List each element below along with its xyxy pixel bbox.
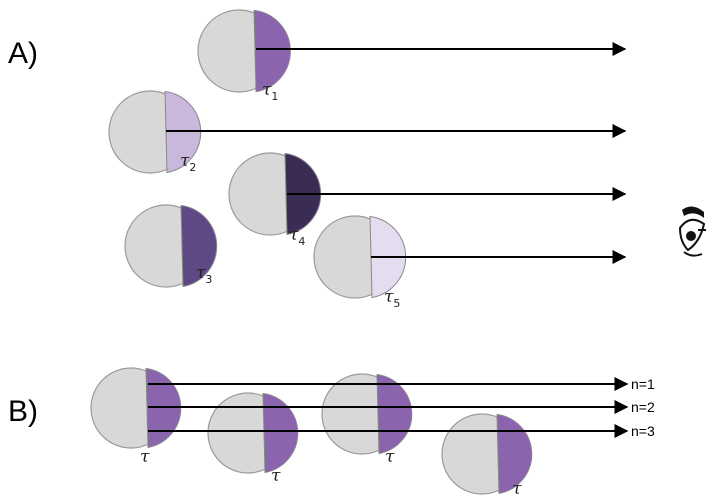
- ray-label-n3: n=3: [631, 423, 655, 439]
- disc-b-3-colored-segment: [376, 373, 413, 455]
- disc-b-2: τ: [207, 392, 299, 486]
- tau-4-label: τ4: [289, 225, 305, 248]
- disc-tau-1: τ1: [197, 9, 627, 103]
- disc-b-1: τ: [90, 367, 182, 467]
- disc-tau-3-colored-segment: [180, 204, 218, 288]
- disc-tau-1-colored-segment: [253, 9, 291, 93]
- panel-a-label: A): [8, 37, 38, 70]
- tau-label-b-2: τ: [271, 466, 281, 486]
- disc-b-2-colored-segment: [262, 392, 299, 474]
- disc-tau-5: τ5: [313, 215, 627, 310]
- tau-label-b-3: τ: [385, 447, 395, 467]
- tau-3-label: τ3: [196, 263, 212, 286]
- disc-b-3: τ: [321, 373, 413, 467]
- tau-label-b-4: τ: [512, 479, 522, 495]
- disc-b-4-colored-segment: [496, 413, 533, 495]
- disc-b-4: τ: [441, 413, 533, 495]
- panel-b-label: B): [8, 395, 38, 428]
- tau-label-b-1: τ: [140, 447, 150, 467]
- eye-icon: [678, 206, 706, 257]
- tau-1-label: τ1: [262, 80, 278, 103]
- disc-tau-2: τ2: [108, 90, 627, 174]
- ray-label-n1: n=1: [631, 376, 655, 392]
- tau-5-label: τ5: [384, 287, 400, 310]
- disc-tau-3: τ3: [124, 204, 218, 288]
- tau-2-label: τ2: [180, 151, 196, 174]
- disc-tau-4: τ4: [228, 152, 627, 248]
- ray-label-n2: n=2: [631, 399, 655, 415]
